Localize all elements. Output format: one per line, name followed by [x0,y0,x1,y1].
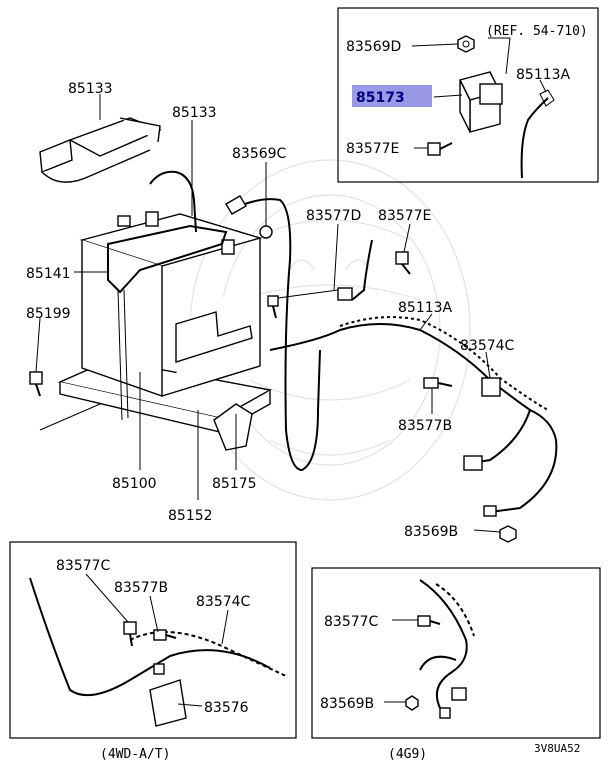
battery-85100 [79,211,263,397]
bolt-83577d [267,295,279,319]
label-83569d[interactable]: 83569D [346,39,401,55]
nut-83569b-main [499,525,517,543]
cable-83577d [351,239,373,301]
dashed-bracket [39,403,101,431]
label-85133-mid[interactable]: 85133 [172,105,217,121]
label-83577c-4g9[interactable]: 83577C [324,614,379,630]
nut-83569b-4g9 [405,695,419,711]
label-85152[interactable]: 85152 [168,508,213,524]
bolt-83577b-main [423,377,453,389]
hold-down-bracket-85133-left [39,117,162,183]
inset-box-4wd-at [9,541,297,739]
bolt-83577c-4g9 [417,615,441,627]
label-83569b-main[interactable]: 83569B [404,524,458,540]
label-83577e-inset[interactable]: 83577E [346,141,399,157]
label-85113a-inset[interactable]: 85113A [516,67,571,83]
caption-4wd-at: (4WD-A/T) [100,747,170,762]
bolt-85199 [29,371,43,397]
label-85173[interactable]: 85173 [356,90,405,106]
diagram-code: 3V8UA52 [534,742,580,755]
inset-box-top-right [337,7,599,183]
harness-85113a-inset [520,97,549,179]
label-83574c-4wd[interactable]: 83574C [196,594,251,610]
label-83577e-main[interactable]: 83577E [378,208,431,224]
harness-4wd [29,577,271,697]
label-85141[interactable]: 85141 [26,266,71,282]
label-85113a-main[interactable]: 85113A [398,300,453,316]
reference-note: (REF. 54-710) [486,24,588,39]
bolt-83577e-main [395,251,411,275]
caption-4g9: (4G9) [388,747,427,762]
negative-cable [149,170,197,233]
battery-tray [57,359,273,451]
bracket-83576 [149,663,187,727]
label-83574c-main[interactable]: 83574C [460,338,515,354]
label-83577d[interactable]: 83577D [306,208,361,224]
label-85100[interactable]: 85100 [112,476,157,492]
label-83577c-4wd[interactable]: 83577C [56,558,111,574]
relay-bracket-part [458,71,503,133]
bolt-83577b-4wd [153,629,177,641]
label-83576[interactable]: 83576 [204,700,249,716]
harness-4g9 [419,579,468,709]
label-85175[interactable]: 85175 [212,476,257,492]
label-85199[interactable]: 85199 [26,306,71,322]
highlight-box-85173 [352,85,432,107]
bolt-83577e-inset-part [427,142,453,156]
nut-83569d-part [457,35,475,53]
label-83577b-4wd[interactable]: 83577B [114,580,168,596]
label-83569c[interactable]: 83569C [232,146,287,162]
label-85133-left[interactable]: 85133 [68,81,113,97]
nut-83569c [259,225,273,239]
bolt-83577c-4wd [123,621,137,647]
label-83577b-main[interactable]: 83577B [398,418,452,434]
positive-cable-83569c [229,198,321,472]
label-83569b-4g9[interactable]: 83569B [320,696,374,712]
inset-box-4g9 [311,567,601,739]
